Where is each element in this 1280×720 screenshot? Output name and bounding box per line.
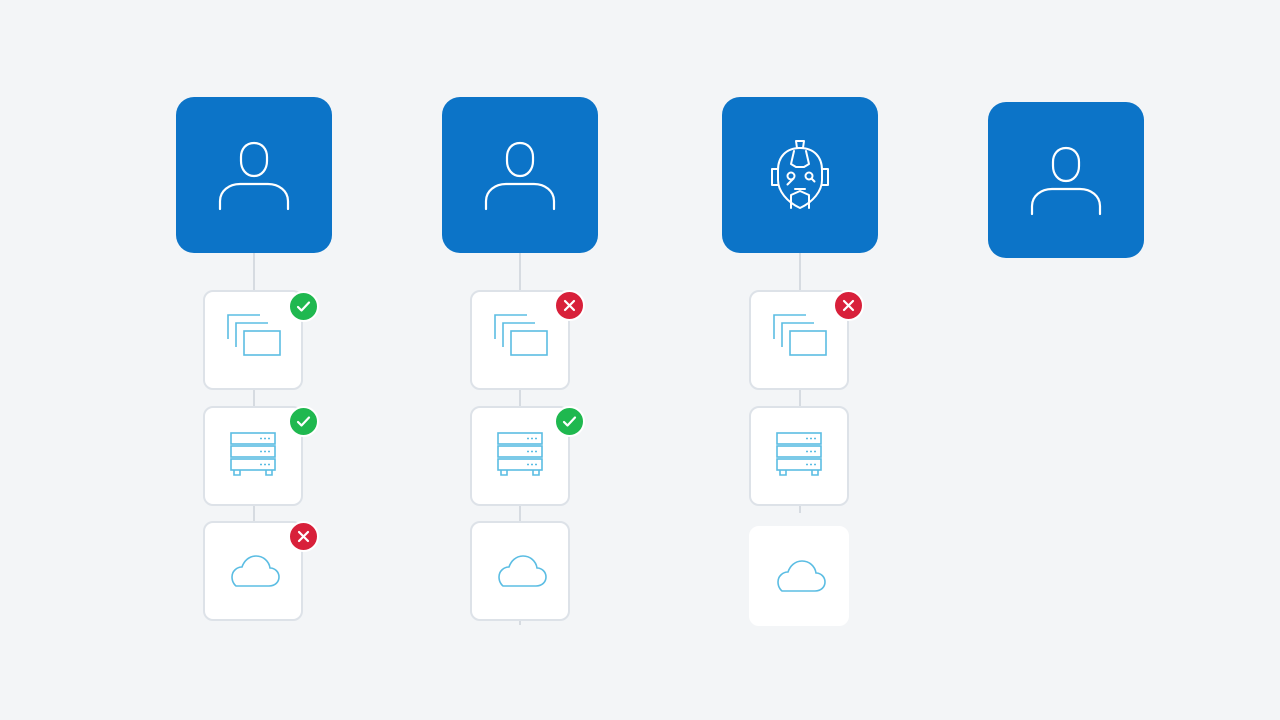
user-icon xyxy=(484,141,556,211)
identity-tile-user-4 xyxy=(988,102,1144,258)
checkmark-icon xyxy=(296,301,311,312)
resource-card-servers xyxy=(749,406,849,506)
resource-card-cloud xyxy=(470,521,570,621)
cloud-icon xyxy=(777,560,826,592)
status-badge-denied xyxy=(554,290,585,321)
server-rack-icon xyxy=(230,432,276,476)
status-badge-denied xyxy=(833,290,864,321)
status-badge-allowed xyxy=(288,291,319,322)
robot-icon xyxy=(771,140,829,209)
resource-card-apps xyxy=(470,290,570,390)
status-badge-allowed xyxy=(554,406,585,437)
identity-tile-robot xyxy=(722,97,878,253)
windows-stack-icon xyxy=(773,314,827,356)
windows-stack-icon xyxy=(227,314,281,356)
cross-icon xyxy=(297,530,310,543)
windows-stack-icon xyxy=(494,314,548,356)
resource-card-apps xyxy=(203,290,303,390)
resource-card-servers xyxy=(470,406,570,506)
user-icon xyxy=(1030,146,1102,216)
resource-card-cloud xyxy=(749,526,849,626)
status-badge-allowed xyxy=(288,406,319,437)
cross-icon xyxy=(842,299,855,312)
cross-icon xyxy=(563,299,576,312)
resource-card-apps xyxy=(749,290,849,390)
identity-tile-user-1 xyxy=(176,97,332,253)
identity-tile-user-2 xyxy=(442,97,598,253)
resource-card-servers xyxy=(203,406,303,506)
checkmark-icon xyxy=(296,416,311,427)
status-badge-denied xyxy=(288,521,319,552)
server-rack-icon xyxy=(776,432,822,476)
resource-card-cloud xyxy=(203,521,303,621)
cloud-icon xyxy=(231,555,280,587)
server-rack-icon xyxy=(497,432,543,476)
checkmark-icon xyxy=(562,416,577,427)
user-icon xyxy=(218,141,290,211)
cloud-icon xyxy=(498,555,547,587)
